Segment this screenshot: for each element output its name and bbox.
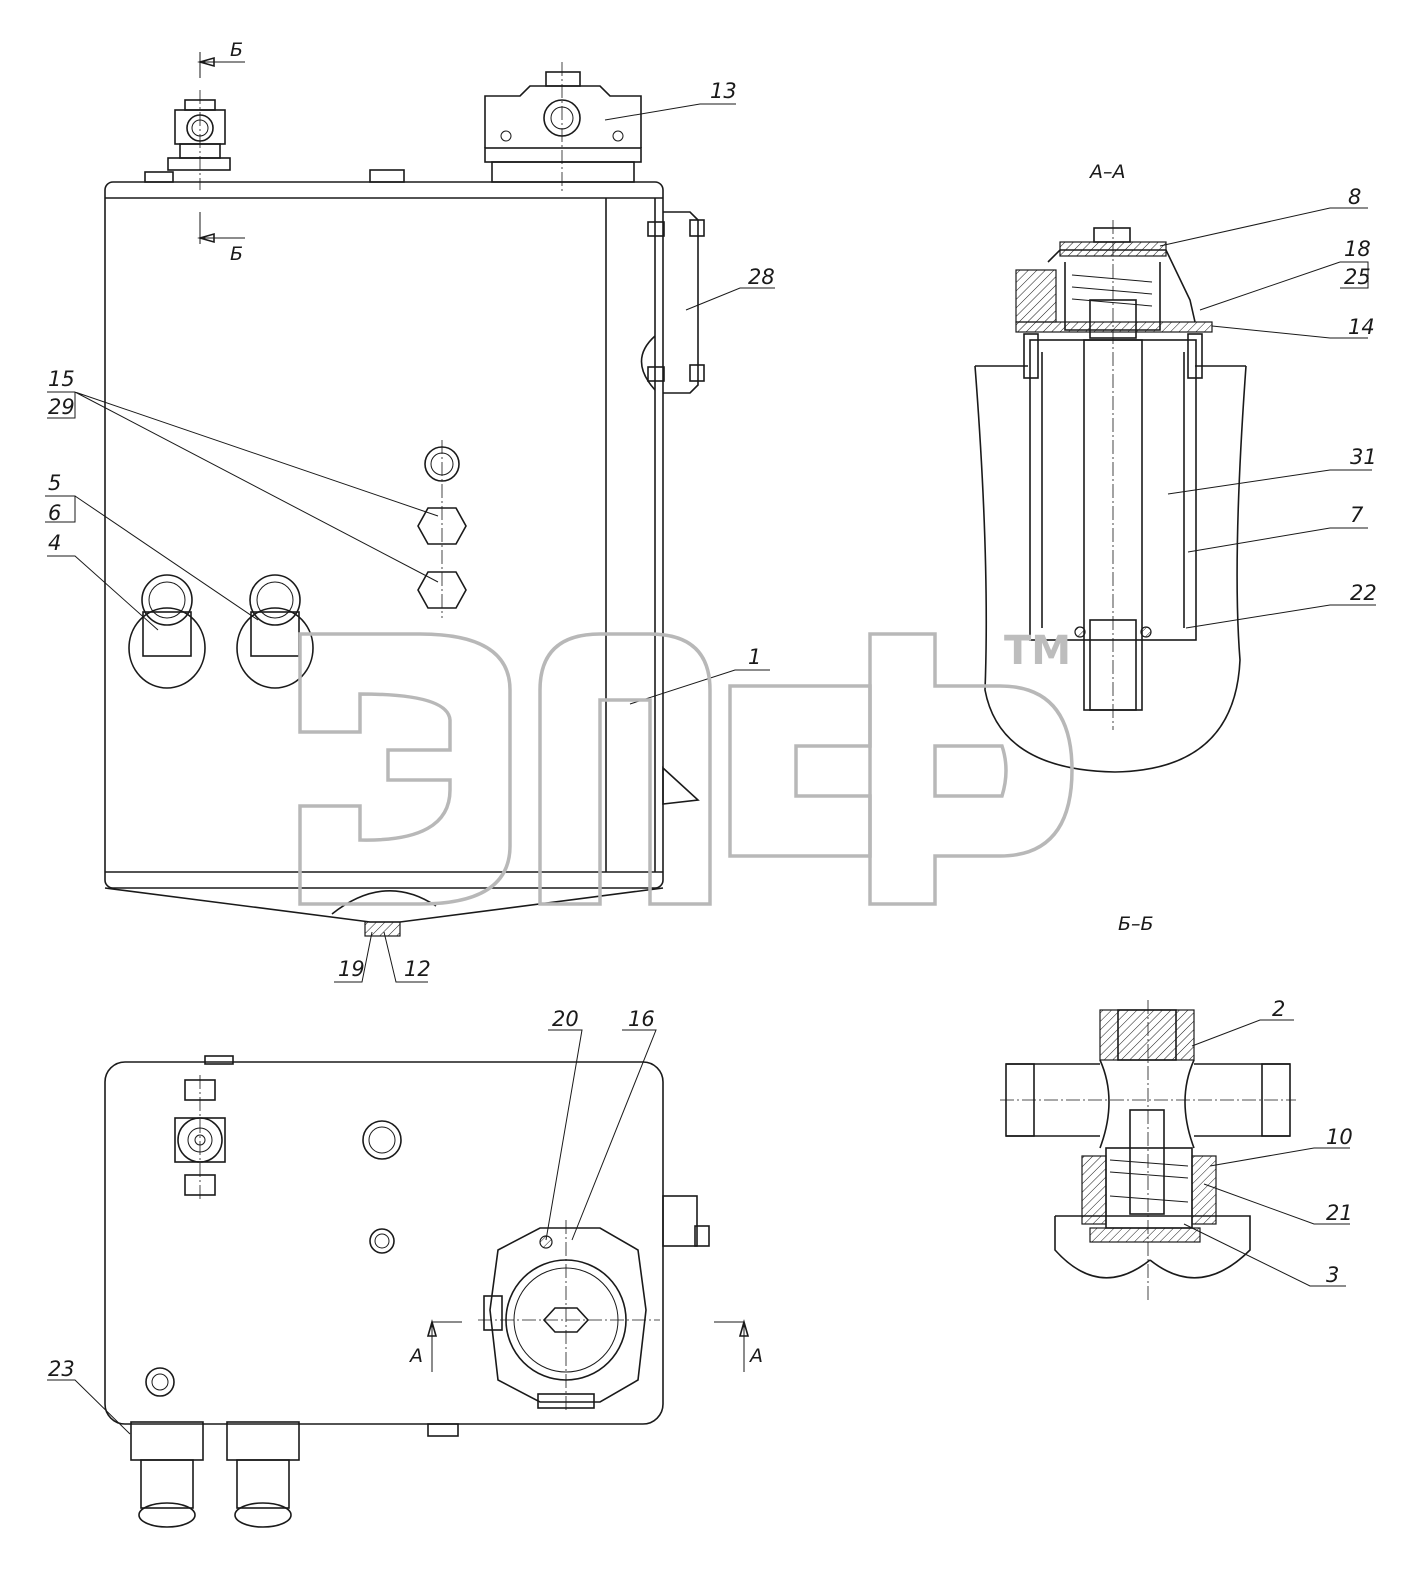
leader-lines: [45, 103, 1376, 1435]
section-aa-title: А–А: [1088, 161, 1126, 183]
callout-12: 12: [404, 957, 431, 981]
callout-29: 29: [48, 395, 75, 419]
callout-13: 13: [710, 79, 737, 103]
callout-31: 31: [1350, 445, 1377, 469]
section-bb-view: [1000, 1000, 1296, 1300]
callout-21: 21: [1326, 1201, 1353, 1225]
level-plugs: [417, 440, 467, 618]
callout-2: 2: [1272, 997, 1285, 1021]
callout-28: 28: [748, 265, 775, 289]
filter-top: [478, 1220, 660, 1410]
section-b-mark-top: Б: [230, 39, 243, 61]
side-bracket: [640, 211, 705, 394]
callout-6: 6: [48, 501, 61, 525]
callout-1: 1: [748, 645, 761, 669]
callout-7: 7: [1350, 503, 1364, 527]
callout-labels: 13 8 18 25 14 28 15 29 5 6 4 31 7 22 1 1…: [48, 79, 1377, 1381]
callout-8: 8: [1348, 185, 1361, 209]
pipe-fittings-top: [130, 1421, 300, 1528]
callout-14: 14: [1348, 315, 1375, 339]
callout-15: 15: [48, 367, 75, 391]
top-view: [104, 1055, 750, 1528]
callout-22: 22: [1350, 581, 1377, 605]
section-labels: А–А Б–Б Б Б А А: [230, 39, 1154, 1367]
watermark-tm: TM: [1004, 628, 1071, 674]
callout-18: 18: [1344, 237, 1371, 261]
section-a-mark-left: А: [408, 1345, 423, 1367]
callout-23: 23: [48, 1357, 75, 1381]
section-bb-title: Б–Б: [1118, 913, 1154, 935]
section-b-mark-bottom: Б: [230, 243, 243, 265]
callout-25: 25: [1344, 265, 1371, 289]
callout-5: 5: [48, 471, 61, 495]
watermark-logo: TM: [298, 628, 1074, 906]
front-view: [104, 52, 705, 937]
section-a-mark-right: А: [748, 1345, 763, 1367]
section-aa-view: [974, 220, 1247, 773]
breather-fitting: [144, 90, 231, 190]
callout-19: 19: [338, 957, 365, 981]
breather-top: [174, 1075, 226, 1200]
callout-20: 20: [552, 1007, 579, 1031]
callout-16: 16: [628, 1007, 655, 1031]
callout-3: 3: [1326, 1263, 1339, 1287]
pipe-fittings-front: [128, 574, 314, 689]
callout-10: 10: [1326, 1125, 1353, 1149]
filter-head: [484, 62, 642, 192]
callout-4: 4: [48, 531, 61, 555]
